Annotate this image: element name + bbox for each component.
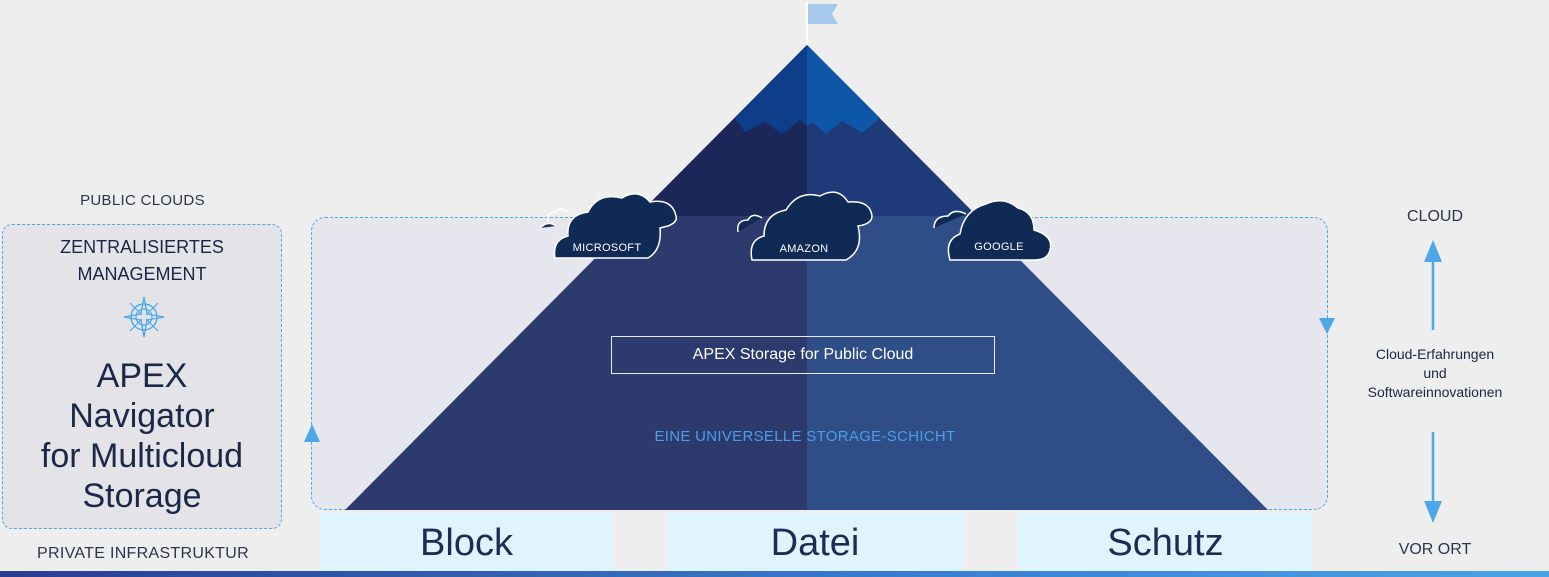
flag-icon bbox=[805, 2, 838, 45]
middle-line3: Softwareinnovationen bbox=[1367, 384, 1503, 400]
product-line4: Storage bbox=[82, 477, 202, 515]
product-line2: Navigator bbox=[69, 397, 215, 435]
tile-block: Block bbox=[320, 513, 613, 577]
management-heading: ZENTRALISIERTES MANAGEMENT bbox=[2, 234, 282, 288]
cloud-label-google: GOOGLE bbox=[974, 241, 1024, 253]
tile-schutz: Schutz bbox=[1018, 513, 1313, 577]
snow-cap-left bbox=[735, 45, 807, 134]
bottom-accent-bar bbox=[0, 571, 1549, 577]
cloud-label-microsoft: MICROSOFT bbox=[572, 242, 642, 254]
snow-cap-right bbox=[807, 45, 880, 134]
cloud-google bbox=[933, 200, 1052, 261]
onprem-arrow-down bbox=[1424, 432, 1442, 523]
product-line3: for Multicloud bbox=[40, 437, 244, 475]
cloud-arrow-up bbox=[1424, 240, 1442, 330]
management-heading-line2: MANAGEMENT bbox=[77, 264, 207, 284]
storage-layer-label: EINE UNIVERSELLE STORAGE-SCHICHT bbox=[654, 428, 956, 445]
public-clouds-label: PUBLIC CLOUDS bbox=[80, 192, 205, 209]
compass-icon bbox=[123, 296, 165, 338]
on-premises-label: VOR ORT bbox=[1398, 541, 1472, 558]
frame-up-arrow bbox=[304, 424, 320, 442]
frame-down-arrow bbox=[1319, 318, 1335, 334]
cloud-amazon bbox=[736, 191, 873, 261]
apex-storage-box: APEX Storage for Public Cloud bbox=[611, 336, 995, 374]
middle-line1: Cloud-Erfahrungen bbox=[1375, 346, 1495, 362]
private-infrastructure-label: PRIVATE INFRASTRUKTUR bbox=[37, 545, 249, 562]
cloud-label: CLOUD bbox=[1406, 208, 1463, 225]
management-panel bbox=[2, 224, 282, 529]
product-line1: APEX bbox=[96, 357, 188, 395]
cloud-microsoft bbox=[539, 193, 678, 259]
cloud-label-amazon: AMAZON bbox=[779, 243, 829, 255]
management-heading-line1: ZENTRALISIERTES bbox=[60, 237, 224, 257]
tile-datei: Datei bbox=[667, 513, 963, 577]
navigator-product-name: APEX Navigator for Multicloud Storage bbox=[2, 356, 282, 516]
middle-line2: und bbox=[1423, 365, 1447, 381]
cloud-experience-label: Cloud-Erfahrungen und Softwareinnovation… bbox=[1340, 345, 1530, 402]
peak-left-shadow bbox=[637, 45, 807, 216]
